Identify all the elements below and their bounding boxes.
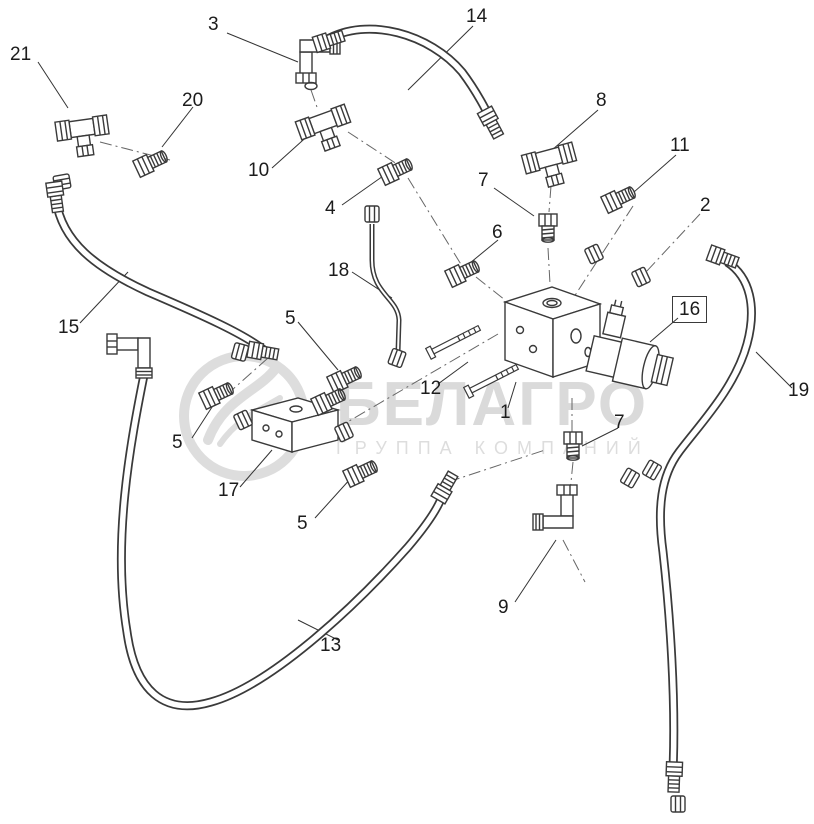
callout-21: 21 <box>10 44 32 65</box>
callout-4: 4 <box>325 198 336 219</box>
tube-nut-bottom <box>386 347 408 369</box>
end-cap-nut <box>670 795 686 813</box>
callout-leader-lines <box>37 25 793 641</box>
hose-end-fitting <box>430 469 461 505</box>
adapter-fitting-5c <box>342 456 381 489</box>
callout-3: 3 <box>208 14 219 35</box>
callout-2: 2 <box>700 195 711 216</box>
hose-end-fitting <box>246 340 280 364</box>
straight-fitting-7-top <box>538 213 558 243</box>
callout-5c: 5 <box>297 513 308 534</box>
callout-6: 6 <box>492 222 503 243</box>
callout-10: 10 <box>248 160 270 181</box>
callout-11: 11 <box>670 135 690 156</box>
hose-end-fitting <box>45 180 67 214</box>
callout-17: 17 <box>218 480 240 501</box>
adapter-fitting-5b <box>198 378 237 411</box>
adapter-fitting-11 <box>600 182 639 215</box>
callout-12: 12 <box>420 378 442 399</box>
callout-18: 18 <box>328 260 350 281</box>
hose-end-fitting <box>311 27 347 54</box>
steel-tube-18 <box>369 224 402 353</box>
coupling-nut <box>641 458 663 482</box>
callout-7-bottom: 7 <box>614 412 625 433</box>
callout-20: 20 <box>182 90 204 111</box>
tee-fitting-8 <box>520 141 583 193</box>
hose-end-fitting <box>476 105 507 141</box>
callout-9: 9 <box>498 597 509 618</box>
valve-block-1 <box>502 286 603 378</box>
callout-5b: 5 <box>172 432 183 453</box>
adapter-fitting-6 <box>444 256 483 289</box>
callout-13: 13 <box>320 635 342 656</box>
hose-end-fitting <box>705 244 741 272</box>
straight-fitting-7-bottom <box>563 431 583 461</box>
hose-end-fitting <box>664 761 684 793</box>
assembly-axis-lines <box>99 89 701 583</box>
tee-fitting-10 <box>294 103 358 158</box>
bolt-icon <box>425 321 483 360</box>
coupling-nut <box>619 466 641 490</box>
hose-14 <box>323 24 499 129</box>
hoses <box>51 24 756 771</box>
callout-7-top: 7 <box>478 170 489 191</box>
callout-14: 14 <box>466 6 488 27</box>
o-ring <box>304 81 318 91</box>
nut-2a <box>583 243 605 265</box>
callout-15: 15 <box>58 317 80 338</box>
elbow-fitting-9 <box>532 484 578 531</box>
manifold-port-nut <box>232 409 254 431</box>
tube-nut-top <box>364 205 380 223</box>
hose-15 <box>51 199 267 354</box>
tee-fitting-21 <box>54 114 113 161</box>
callout-5a: 5 <box>285 308 296 329</box>
elbow-fitting <box>106 333 153 379</box>
bolt-icon <box>463 360 521 399</box>
callout-16: 16 <box>672 296 708 323</box>
hose-19 <box>655 258 756 771</box>
hose-13 <box>116 369 449 711</box>
fittings <box>45 27 741 813</box>
callout-1: 1 <box>500 402 511 423</box>
coupling-nut <box>230 341 250 363</box>
solenoid-valve-16 <box>585 299 675 390</box>
callout-8: 8 <box>596 90 607 111</box>
adapter-fitting-5 <box>310 384 349 417</box>
callout-19: 19 <box>788 380 810 401</box>
adapter-fitting-5a <box>326 362 365 395</box>
